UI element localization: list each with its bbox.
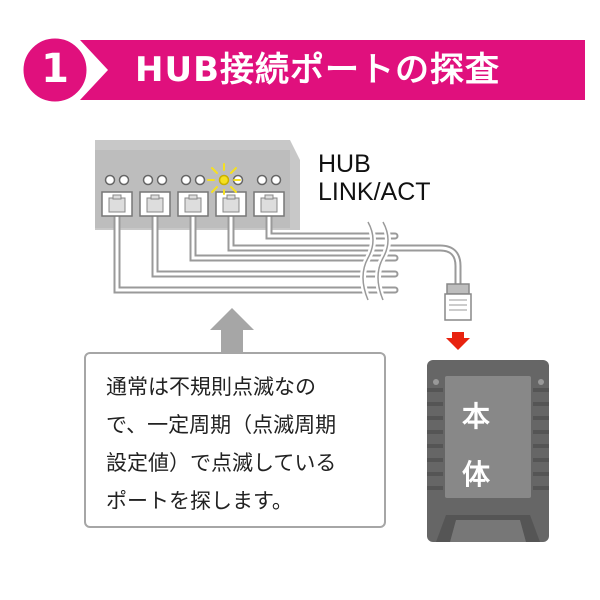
led — [194, 174, 206, 186]
step-circle — [20, 35, 90, 105]
note-line: 通常は不規則点滅なの — [106, 375, 316, 399]
step-number: 1 — [41, 46, 69, 92]
led — [180, 174, 192, 186]
device-ridges — [427, 388, 549, 490]
port-2 — [139, 191, 171, 217]
page-title: HUB接続ポートの探査 — [135, 50, 500, 90]
hub-label-line1: HUB — [318, 150, 371, 178]
note-line: で、一定周期（点滅周期 — [106, 413, 337, 437]
led — [142, 174, 154, 186]
note-text: 通常は不規則点滅なの で、一定周期（点滅周期 設定値）で点滅している ポートを探… — [106, 368, 336, 520]
port-5 — [253, 191, 285, 217]
note-line: 設定値）で点滅している — [106, 451, 337, 475]
note-line: ポートを探します。 — [106, 489, 293, 513]
led — [256, 174, 268, 186]
device-label-top: 本 — [461, 400, 490, 433]
port-4 — [215, 191, 247, 217]
hub-ports — [101, 191, 285, 217]
blink-rays-icon — [207, 163, 241, 195]
led-blinking — [218, 174, 230, 186]
port-1 — [101, 191, 133, 217]
port-leds — [104, 174, 282, 186]
hub-label: HUB LINK/ACT — [318, 150, 431, 206]
led — [270, 174, 282, 186]
red-arrow-icon — [446, 332, 470, 350]
device-label-bottom: 体 — [461, 458, 490, 491]
cable-to-device — [395, 244, 462, 285]
led — [156, 174, 168, 186]
header-background — [20, 35, 585, 105]
step-header: 1 HUB接続ポートの探査 — [20, 35, 585, 105]
note-box: 通常は不規則点滅なの で、一定周期（点滅周期 設定値）で点滅している ポートを探… — [84, 352, 386, 528]
title-band — [80, 40, 585, 100]
device-body — [427, 360, 549, 542]
led — [118, 174, 130, 186]
rj45-plug — [444, 283, 472, 321]
port-3 — [177, 191, 209, 217]
led — [104, 174, 116, 186]
hub-label-line2: LINK/ACT — [318, 178, 431, 206]
pointer-arrow-icon — [210, 308, 254, 352]
